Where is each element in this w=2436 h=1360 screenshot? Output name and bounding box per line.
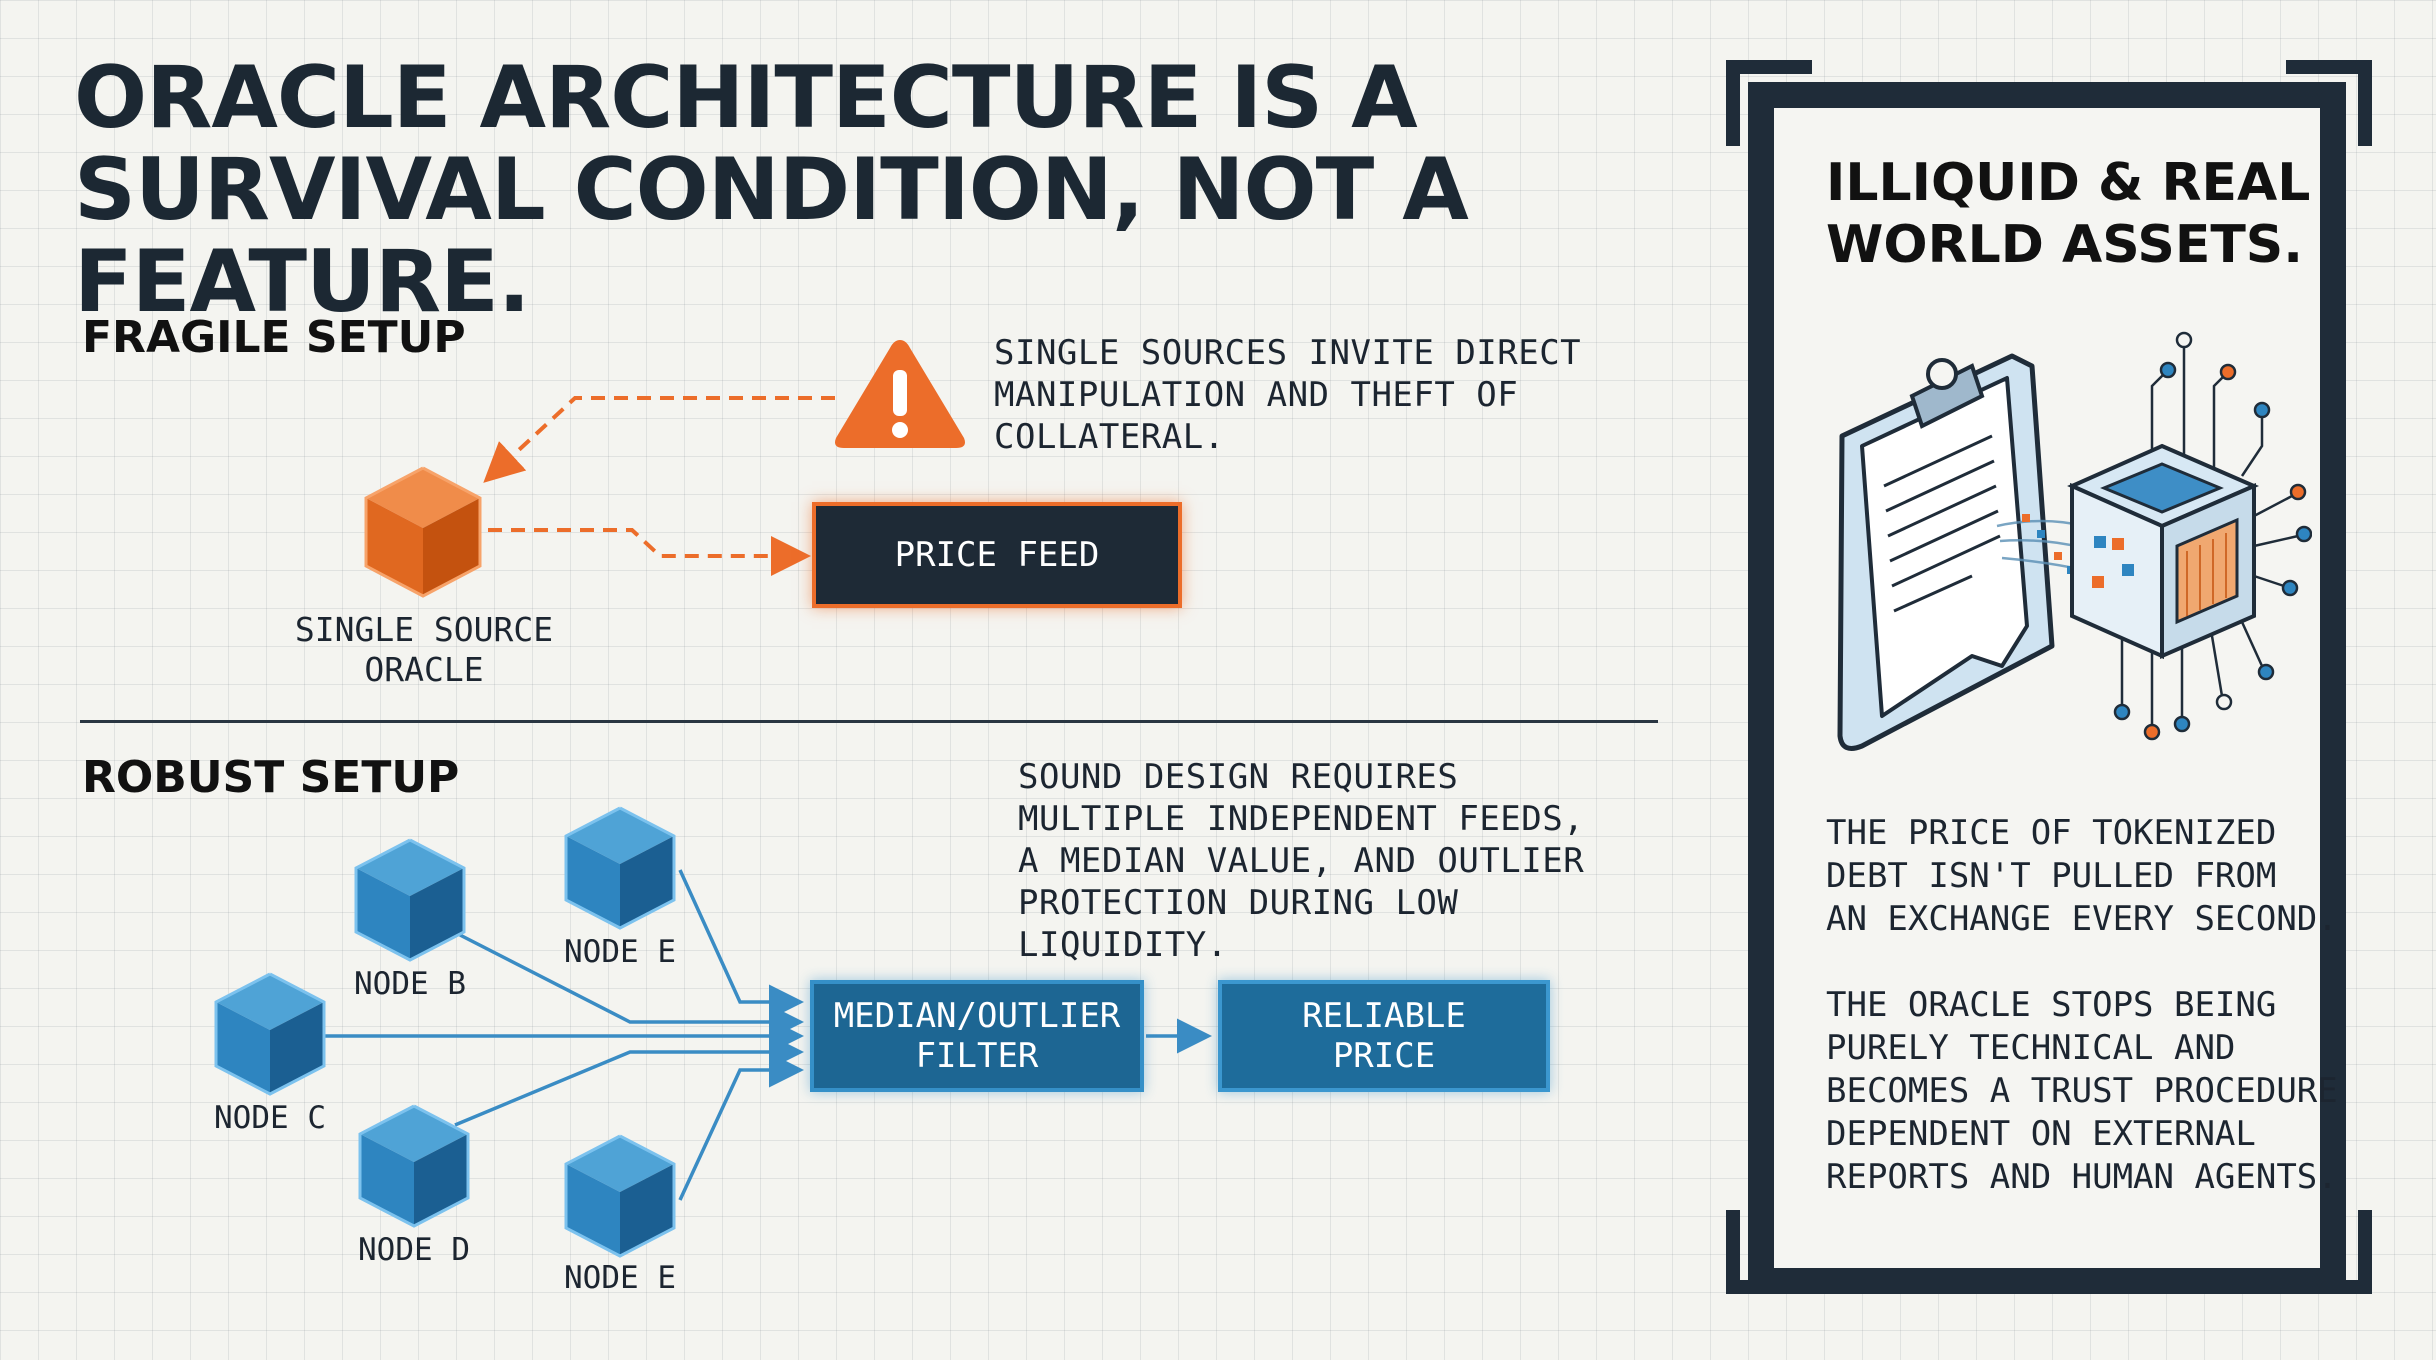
robust-connectors: [320, 869, 1212, 1201]
median-outlier-filter-box: MEDIAN/OUTLIER FILTER: [810, 980, 1144, 1092]
rwa-paragraph-2-line: PURELY TECHNICAL AND: [1826, 1028, 2236, 1068]
section-divider: [80, 720, 1658, 723]
rwa-paragraph-2: THE ORACLE STOPS BEING PURELY TECHNICAL …: [1826, 984, 2356, 1199]
node-b-label: NODE B: [354, 966, 466, 1002]
robust-description-line: A MEDIAN VALUE, AND OUTLIER: [1018, 841, 1585, 881]
node-d-connector: [454, 1034, 804, 1127]
node-c-label: NODE C: [214, 1100, 326, 1136]
robust-setup-heading: ROBUST SETUP: [82, 752, 460, 803]
panel-corner-brackets: [1726, 60, 2372, 1294]
robust-description-line: SOUND DESIGN REQUIRES: [1018, 757, 1459, 797]
rwa-paragraph-2-line: THE ORACLE STOPS BEING: [1826, 985, 2277, 1025]
robust-description: SOUND DESIGN REQUIRES MULTIPLE INDEPENDE…: [1018, 756, 1678, 966]
node-e-bottom-label: NODE E: [564, 1260, 676, 1296]
clipboard-chip-icon: [1837, 331, 2312, 751]
robust-description-line: MULTIPLE INDEPENDENT FEEDS,: [1018, 799, 1585, 839]
node-d-cube-icon: [358, 1104, 470, 1228]
price-feed-box: PRICE FEED: [812, 502, 1182, 608]
rwa-panel-title: ILLIQUID & REAL WORLD ASSETS.: [1826, 152, 2326, 276]
fragile-setup-heading: FRAGILE SETUP: [82, 312, 466, 363]
single-source-oracle-cube-icon: [364, 466, 482, 598]
rwa-paragraph-2-line: DEPENDENT ON EXTERNAL: [1826, 1114, 2256, 1154]
page-title: ORACLE ARCHITECTURE IS A SURVIVAL CONDIT…: [74, 48, 1469, 332]
rwa-title-line2: WORLD ASSETS.: [1826, 215, 2304, 275]
node-e-top-label: NODE E: [564, 934, 676, 970]
reliable-label-line2: PRICE: [1332, 1036, 1436, 1076]
node-b-cube-icon: [354, 838, 466, 962]
reliable-label-line1: RELIABLE: [1302, 996, 1466, 1036]
rwa-paragraph-1-line: DEBT ISN'T PULLED FROM: [1826, 856, 2277, 896]
warning-to-oracle-arrow: [483, 396, 835, 483]
filter-label-line1: MEDIAN/OUTLIER: [833, 996, 1121, 1036]
oracle-to-feed-arrow: [488, 528, 811, 576]
oracle-label-line1: SINGLE SOURCE: [294, 610, 554, 649]
fragile-arrows: [483, 396, 835, 576]
rwa-paragraph-2-line: BECOMES A TRUST PROCEDURE: [1826, 1071, 2338, 1111]
rwa-paragraph-1: THE PRICE OF TOKENIZED DEBT ISN'T PULLED…: [1826, 812, 2356, 941]
rwa-paragraph-1-line: THE PRICE OF TOKENIZED: [1826, 813, 2277, 853]
warning-triangle-icon: [835, 340, 965, 448]
robust-description-line: PROTECTION DURING LOW LIQUIDITY.: [1018, 883, 1459, 965]
rwa-title-line1: ILLIQUID & REAL: [1826, 153, 2311, 213]
node-d-label: NODE D: [358, 1232, 470, 1268]
rwa-paragraph-1-line: AN EXCHANGE EVERY SECOND.: [1826, 899, 2338, 939]
node-c-cube-icon: [214, 972, 326, 1096]
node-e-bottom-connector: [678, 1052, 804, 1201]
oracle-label-line2: ORACLE: [364, 650, 484, 689]
node-b-connector: [459, 933, 804, 1040]
rwa-paragraph-2-line: REPORTS AND HUMAN AGENTS.: [1826, 1157, 2338, 1197]
fragile-description: SINGLE SOURCES INVITE DIRECT MANIPULATIO…: [994, 333, 1582, 457]
node-e-top-connector: [678, 869, 804, 1020]
single-source-oracle-label: SINGLE SOURCE ORACLE: [274, 610, 574, 690]
filter-label-line2: FILTER: [915, 1036, 1039, 1076]
reliable-price-box: RELIABLE PRICE: [1218, 980, 1550, 1092]
node-e-top-cube-icon: [564, 806, 676, 930]
node-e-bottom-cube-icon: [564, 1134, 676, 1258]
